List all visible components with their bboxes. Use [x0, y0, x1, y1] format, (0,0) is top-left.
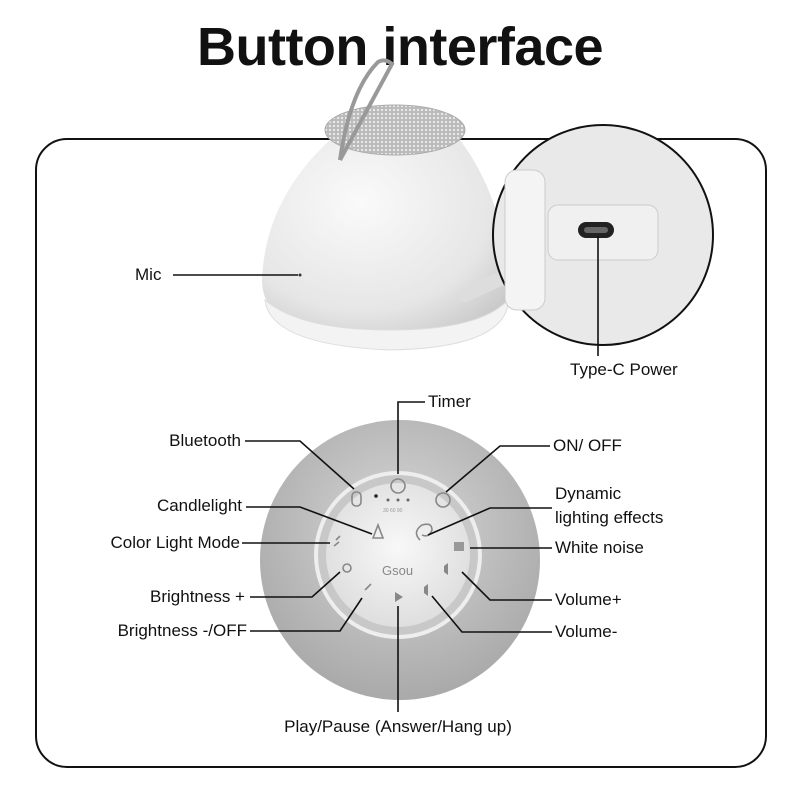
label-volume-minus: Volume- — [555, 622, 618, 641]
control-panel-device: Gsou 30 60 90 — [260, 420, 540, 700]
timer-button-icon — [390, 478, 406, 494]
leader-lines — [173, 236, 599, 712]
speaker-top-view — [262, 58, 527, 351]
label-play-pause: Play/Pause (Answer/Hang up) — [284, 717, 512, 736]
label-volume-plus: Volume+ — [555, 590, 622, 609]
label-color-light-mode: Color Light Mode — [110, 533, 240, 552]
bluetooth-button-icon — [351, 491, 362, 507]
brightness-minus-icon — [364, 583, 372, 591]
label-timer: Timer — [428, 392, 471, 411]
brand-logo: Gsou — [382, 563, 413, 578]
brightness-plus-icon — [342, 563, 352, 573]
label-brightness-plus: Brightness + — [150, 587, 245, 606]
play-button-icon — [395, 592, 403, 602]
label-dynamic-lighting-1: Dynamic — [555, 484, 622, 503]
mic-hole — [298, 273, 302, 277]
label-candlelight: Candlelight — [156, 496, 242, 515]
color-light-icon — [333, 535, 341, 547]
svg-text:30 60 90: 30 60 90 — [383, 508, 403, 514]
label-white-noise: White noise — [555, 538, 644, 557]
label-dynamic-lighting-2: lighting effects — [555, 508, 664, 527]
dynamic-lighting-icon — [415, 523, 433, 541]
label-brightness-minus: Brightness -/OFF — [117, 621, 247, 640]
volume-minus-icon — [424, 584, 428, 596]
label-on-off: ON/ OFF — [553, 436, 622, 455]
type-c-inset — [492, 124, 714, 346]
page-title: Button interface — [196, 17, 604, 77]
white-noise-icon — [454, 542, 464, 551]
volume-plus-icon — [444, 563, 448, 575]
candle-button-icon — [371, 522, 385, 539]
label-mic: Mic — [135, 265, 162, 284]
power-button-icon — [435, 492, 451, 508]
label-type-c-power: Type-C Power — [570, 360, 678, 379]
label-bluetooth: Bluetooth — [169, 431, 241, 450]
